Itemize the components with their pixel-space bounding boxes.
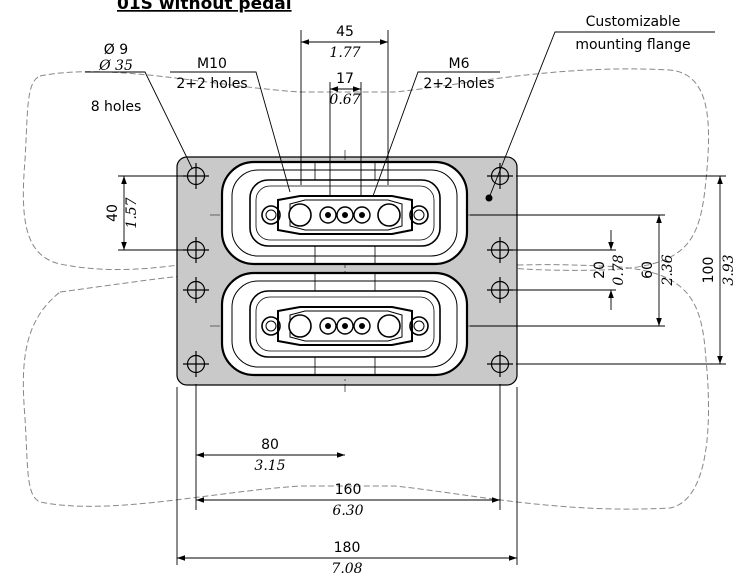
hole-count: 8 holes bbox=[91, 99, 142, 115]
dim-100-in: 3.93 bbox=[721, 254, 737, 285]
dim-45-in: 1.77 bbox=[329, 45, 360, 61]
dim-180-mm: 180 bbox=[334, 540, 361, 556]
flange-label-line2: mounting flange bbox=[575, 37, 690, 53]
drawing-title: 01S without pedal bbox=[117, 0, 292, 14]
m6-label: M6 bbox=[449, 56, 470, 72]
dim-80-in: 3.15 bbox=[254, 458, 285, 474]
dim-45-mm: 45 bbox=[336, 24, 354, 40]
dim-160-mm: 160 bbox=[335, 482, 362, 498]
connector-module-top bbox=[220, 160, 469, 266]
dim-17-mm: 17 bbox=[336, 71, 354, 87]
hole-diameter-in: Ø 35 bbox=[98, 58, 133, 74]
dim-60-mm: 60 bbox=[640, 261, 656, 279]
dim-160-in: 6.30 bbox=[332, 503, 363, 519]
dim-180-in: 7.08 bbox=[331, 561, 362, 577]
dim-40-in: 1.57 bbox=[124, 197, 140, 228]
dim-20-in: 0.78 bbox=[611, 254, 627, 285]
dim-60-in: 2.36 bbox=[660, 254, 676, 286]
mounting-hole bbox=[487, 163, 513, 189]
connector-module-bottom bbox=[220, 271, 469, 377]
m10-label: M10 bbox=[197, 56, 227, 72]
flange-label-line1: Customizable bbox=[586, 14, 681, 30]
mounting-hole bbox=[183, 351, 209, 377]
pedal-outline-top bbox=[22, 68, 710, 271]
leader-lines bbox=[85, 31, 715, 199]
dim-100-mm: 100 bbox=[701, 257, 717, 284]
dimension-lines bbox=[118, 30, 726, 565]
dim-20-mm: 20 bbox=[592, 261, 608, 279]
mounting-hole bbox=[487, 351, 513, 377]
m6-holes-label: 2+2 holes bbox=[423, 76, 494, 92]
dim-40-mm: 40 bbox=[105, 204, 121, 222]
dim-80-mm: 80 bbox=[261, 437, 279, 453]
hole-diameter-mm: Ø 9 bbox=[104, 42, 128, 58]
dim-17-in: 0.67 bbox=[329, 92, 360, 108]
pedal-outline-bottom bbox=[22, 264, 709, 510]
m10-holes-label: 2+2 holes bbox=[176, 76, 247, 92]
mounting-hole bbox=[183, 277, 209, 303]
